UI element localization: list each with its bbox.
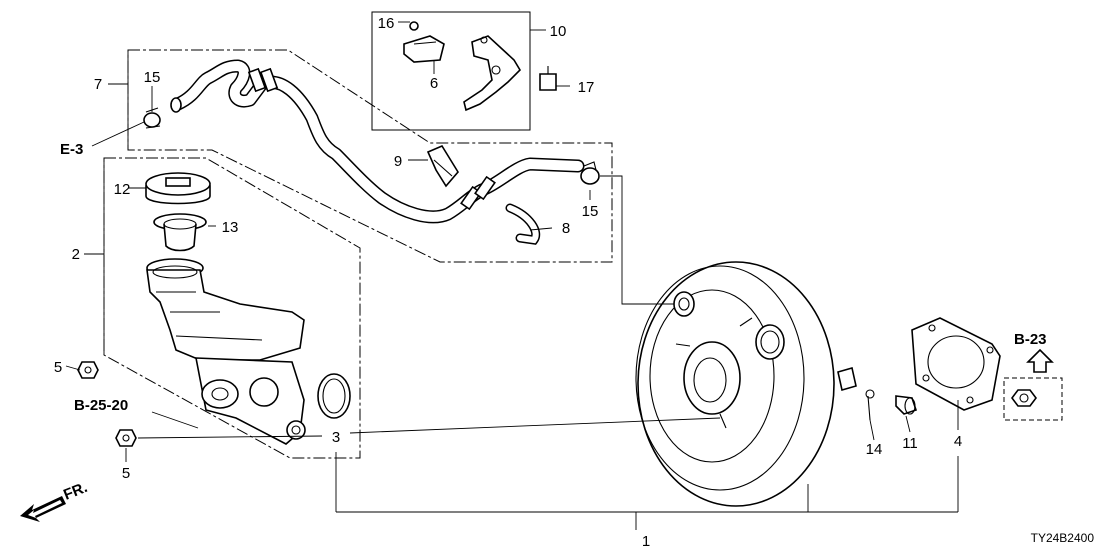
callout-2: 2: [72, 246, 80, 263]
callout-12: 12: [114, 181, 131, 198]
reference-b2520[interactable]: B-25-20: [74, 397, 128, 414]
callout-3: 3: [332, 429, 340, 446]
clevis: [895, 395, 918, 415]
joint-pin: [865, 389, 875, 421]
reference-b23[interactable]: B-23: [1014, 331, 1047, 348]
callout-6: 6: [430, 75, 438, 92]
hose-group-outline: [127, 49, 613, 263]
reference-e3[interactable]: E-3: [60, 141, 83, 158]
front-arrow-icon: [20, 496, 66, 522]
leader-lines: [65, 21, 959, 530]
callout-10: 10: [550, 23, 567, 40]
callout-17: 17: [578, 79, 595, 96]
callout-11: 11: [902, 435, 918, 452]
hose-clip-right: [580, 161, 600, 185]
b23-reference-box: [1003, 348, 1063, 421]
brake-booster: [635, 261, 857, 507]
b2520-arrow: [151, 411, 199, 429]
callout-13: 13: [222, 219, 239, 236]
callout-5-upper: 5: [54, 359, 62, 376]
nut-lower: [115, 429, 137, 447]
reservoir-cap: [145, 172, 211, 205]
callout-7: 7: [94, 76, 102, 93]
diagram-code: TY24B2400: [1031, 531, 1095, 545]
callout-15-right: 15: [582, 203, 599, 220]
callout-9: 9: [394, 153, 402, 170]
bracket-group-box: [371, 11, 531, 131]
callout-5-lower: 5: [122, 465, 130, 482]
callout-4: 4: [954, 433, 962, 450]
callout-16: 16: [378, 15, 395, 32]
o-ring: [317, 373, 351, 419]
master-cylinder: [146, 258, 306, 445]
callout-14: 14: [866, 441, 883, 458]
callout-15-left: 15: [144, 69, 161, 86]
nut-upper: [77, 361, 99, 379]
small-hose: [505, 203, 541, 245]
vacuum-hose: [170, 59, 585, 224]
reservoir-strainer: [153, 213, 207, 252]
callout-8: 8: [562, 220, 570, 237]
bracket-parts: [403, 21, 557, 112]
booster-gasket: [911, 317, 1001, 411]
callout-1: 1: [642, 533, 650, 550]
front-label: FR.: [61, 479, 90, 504]
hose-holder: [426, 144, 459, 188]
